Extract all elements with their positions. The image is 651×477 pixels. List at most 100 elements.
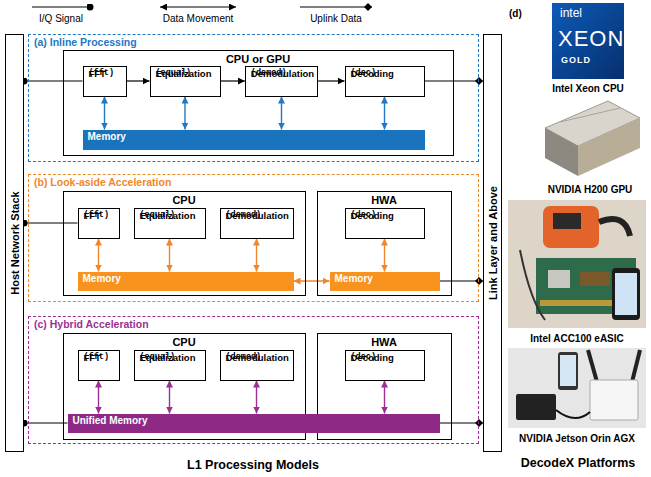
jetson-box [516,394,556,420]
uplink-legend-line [300,6,372,7]
gpu-card-front [545,128,578,176]
platform-caption: NVIDIA H200 GPU [548,184,633,195]
data-movement-arrow [184,97,185,130]
process-box: FFT(fft) [83,66,127,97]
process-box: FFT(fft) [78,208,120,239]
logo-text: GOLD [561,55,591,65]
process-box: Demodulation(demod) [220,350,294,381]
logo-text: XEON [558,26,624,52]
process-arrow [318,80,344,81]
node-title: CPU [64,194,305,206]
data-movement-arrow [384,239,385,272]
memory-bar: Memory [83,130,425,150]
node-title: HWA [318,336,451,348]
platform-caption: Intel Xeon CPU [552,83,624,94]
data-movement-arrow [256,239,257,272]
antenna [588,350,597,382]
memory-bar: Memory [78,272,294,291]
uplink-line [440,280,484,281]
data-movement-arrow [169,381,170,414]
data-movement-arrow [384,381,385,414]
processor-box: FFT(fft) Equalization(equal) Demodulation(… [63,191,306,296]
model-section: FFT(fft) Equalization(equal) Demodulation(… [28,34,479,162]
process-box: Equalization(equal) [134,350,206,381]
function-name: (dec) [351,68,377,78]
jetson-photo [508,348,646,428]
figure-caption: DecodeX Platforms [521,456,636,470]
data-movement-arrow [98,381,99,414]
node-title: (c) Hybrid Acceleration [34,318,149,330]
stack-bar: Host Network Stack [5,34,24,452]
data-movement-arrow [294,280,330,281]
process-arrow [221,80,245,81]
probe-cable [520,250,545,320]
uplink-line [425,80,484,81]
process-box: FFT(fft) [78,350,120,381]
legend-text: Data Movement [163,13,234,24]
meter-display [553,213,581,229]
function-name: (demod) [226,352,262,362]
node-title: Link Layer and Above [487,186,499,300]
function-name: (equal) [156,68,192,78]
function-name: (dec) [351,210,377,220]
panel-label: (d) [509,8,522,19]
xeon-logo [552,3,624,79]
node-title: (b) Look-aside Acceleration [34,176,171,188]
logo-text: intel [560,6,582,20]
node-title: Memory [88,131,126,142]
process-box: Decoding(dec) [345,350,425,381]
platform-caption: NVIDIA Jetson Orin AGX [519,433,635,444]
process-box: Equalization(equal) [150,66,221,97]
gpu-card-groove [560,108,620,122]
iq-legend-line [32,6,90,7]
legend-text: I/Q Signal [39,13,83,24]
node-title: Host Network Stack [9,191,21,294]
acc100-photo [508,200,646,328]
board-chip [548,270,570,288]
radio-unit [590,380,638,420]
function-name: (fft) [84,210,110,220]
node-title: Memory [335,273,373,284]
process-box: Demodulation(demod) [245,66,318,97]
antenna [632,350,640,382]
node-title: CPU or GPU [64,53,453,65]
connector-layer [24,81,483,423]
function-name: (fft) [84,352,110,362]
memory-bar: Unified Memory [68,414,440,433]
phone [612,268,640,320]
function-name: (demod) [251,68,287,78]
clamp-meter [543,206,599,248]
function-name: (dec) [351,352,377,362]
memory-bar: Memory [330,272,440,291]
process-arrow [127,80,150,81]
meter-clamp [599,219,630,236]
data-movement-arrow [104,97,105,130]
phone-screen [560,355,576,386]
process-box: Demodulation(demod) [220,208,294,239]
node-title: Unified Memory [73,415,148,426]
process-box: Decoding(dec) [345,208,425,239]
cable [556,410,590,418]
data-movement-arrow [256,381,257,414]
process-box: Equalization(equal) [134,208,206,239]
model-section: FFT(fft) Equalization(equal) Demodulation(… [28,316,479,444]
data-movement-arrow [384,97,385,130]
node-title: CPU [64,336,305,348]
function-name: (equal) [140,352,176,362]
process-box: Decoding(dec) [345,66,425,97]
function-name: (fft) [89,68,115,78]
model-section: FFT(fft) Equalization(equal) Demodulation(… [28,174,479,302]
uplink-line [440,422,484,423]
data-movement-arrow [281,97,282,130]
iq-signal-line [24,222,78,223]
function-name: (equal) [140,210,176,220]
data-movement-arrow [98,239,99,272]
processor-box: FFT(fft) Equalization(equal) Demodulation(… [63,50,454,156]
node-title: (a) Inline Processing [34,36,137,48]
data-movement-arrow [169,239,170,272]
data-movement-legend-line [160,6,236,7]
legend-text: Uplink Data [310,13,362,24]
node-title: HWA [318,194,451,206]
iq-signal-line [24,80,83,81]
